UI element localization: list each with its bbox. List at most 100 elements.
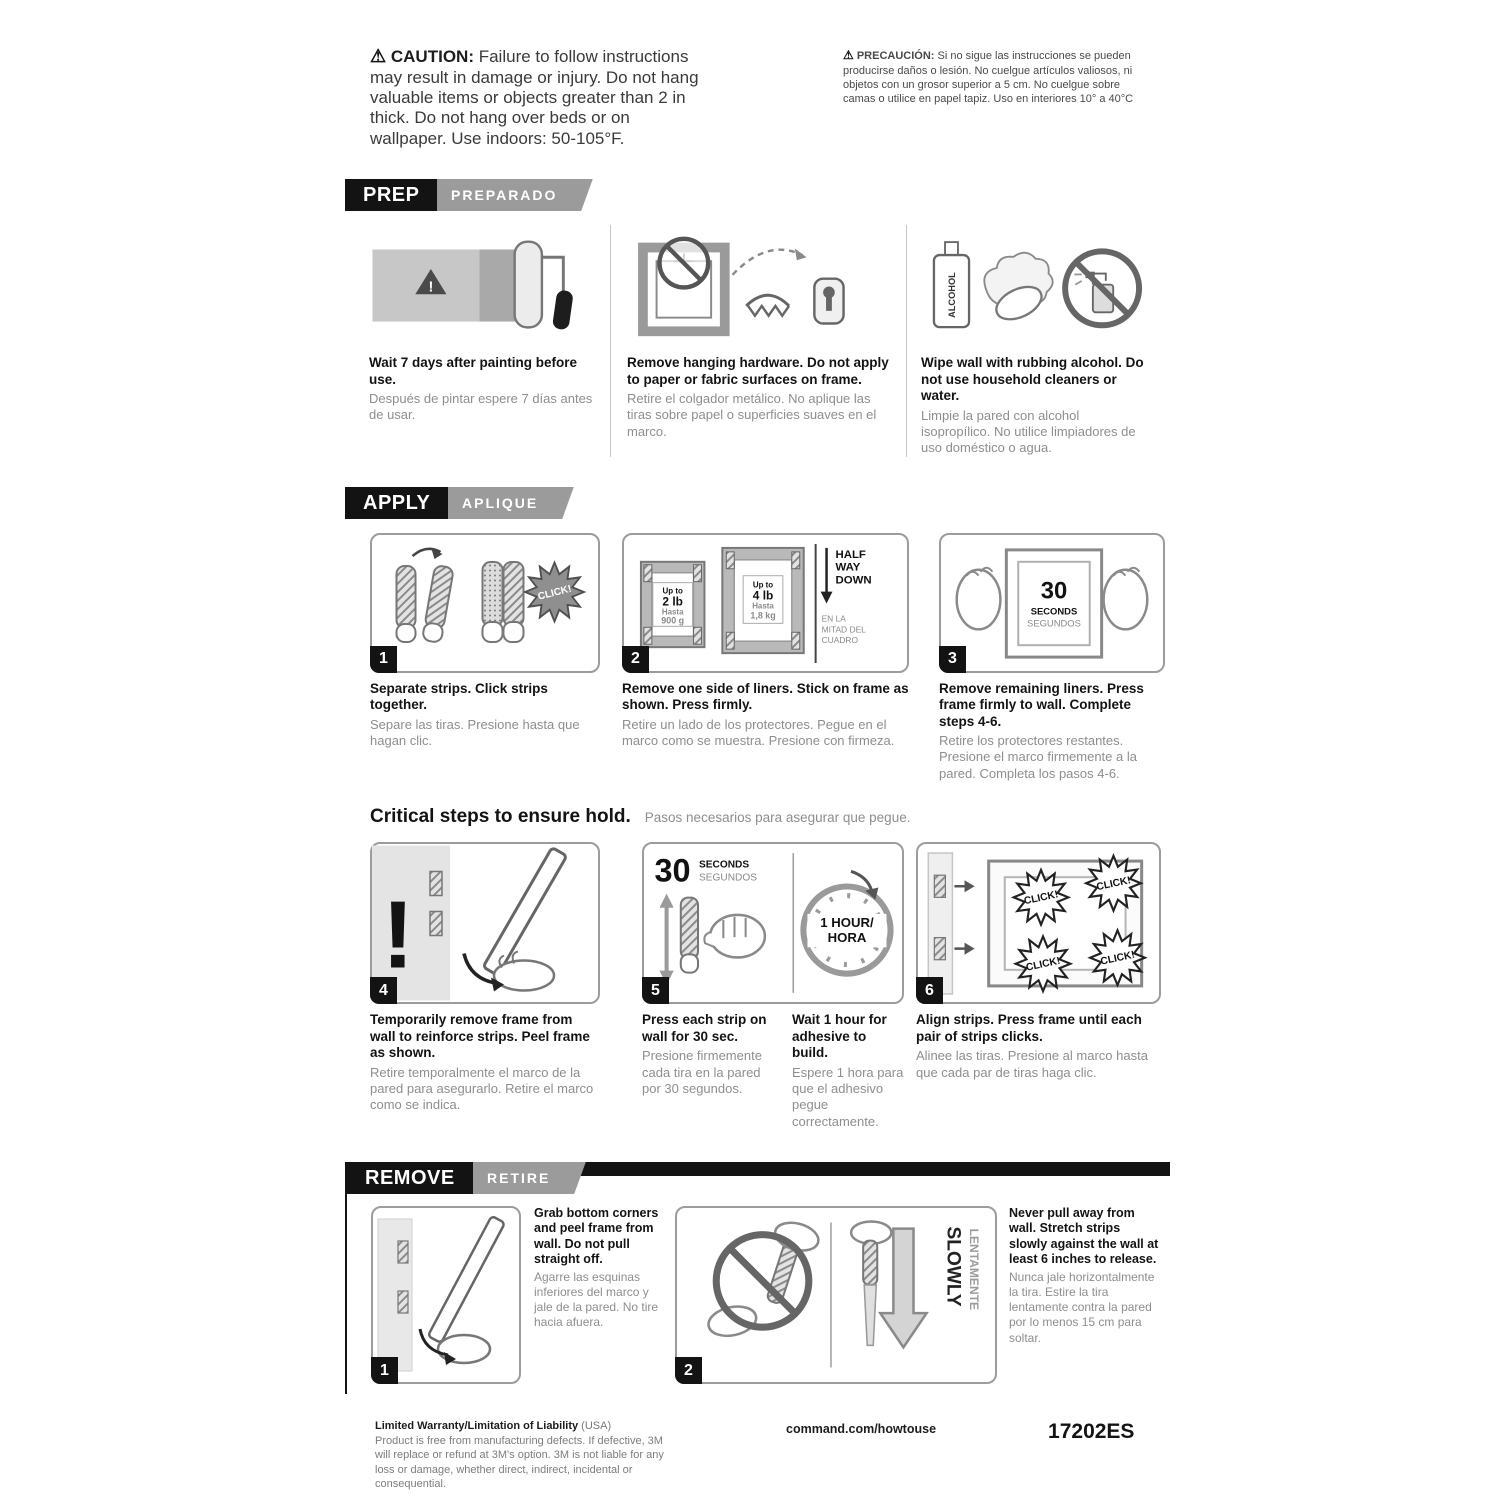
apply-label-es: APLIQUE xyxy=(432,486,575,519)
apply-caption-es: Separe las tiras. Presione hasta que hag… xyxy=(370,716,580,748)
prep-steps: ! Wait 7 days after painting before use.… xyxy=(345,225,1170,457)
svg-text:EN LA: EN LA xyxy=(821,613,846,623)
remove-section: REMOVE RETIRE xyxy=(345,1162,1170,1395)
svg-text:SLOWLY: SLOWLY xyxy=(943,1227,964,1307)
click-burst-icon: CLICK! xyxy=(1012,869,1069,926)
prep-caption-es: Limpie la pared con alcohol isopropílico… xyxy=(921,407,1136,456)
critical-caption-b-es: Espere 1 hora para que el adhesivo pegue… xyxy=(792,1064,904,1129)
critical-caption-en: Align strips. Press frame until each pai… xyxy=(916,1012,1142,1044)
step-number-badge: 5 xyxy=(642,977,669,1005)
step-number-badge: 3 xyxy=(939,645,966,673)
click-burst-icon: CLICK! xyxy=(1014,935,1071,993)
svg-text:Hasta: Hasta xyxy=(752,601,774,610)
critical-caption-es: Alinee las tiras. Presione al marco hast… xyxy=(916,1048,1148,1080)
prep-step-hardware: Remove hanging hardware. Do not apply to… xyxy=(610,225,906,457)
critical-caption-en: Temporarily remove frame from wall to re… xyxy=(370,1012,590,1061)
svg-text:Up to: Up to xyxy=(662,586,682,595)
prep-label-en: PREP xyxy=(345,179,438,212)
svg-text:HALF: HALF xyxy=(835,549,865,561)
click-frame-icon: CLICK! CLICK! CLICK! CLICK! xyxy=(927,852,1146,995)
prep-caption-en: Wipe wall with rubbing alcohol. Do not u… xyxy=(921,355,1144,404)
peel-frame-icon: ! xyxy=(372,845,567,1001)
apply-step-2: Up to 2 lb Hasta 900 g xyxy=(622,532,909,783)
apply-step-1: CLICK! 1 Separate strips. Click strips t… xyxy=(370,532,600,783)
critical-step-6-illustration: CLICK! CLICK! CLICK! CLICK! xyxy=(916,842,1161,1005)
apply-caption-en: Remove remaining liners. Press frame fir… xyxy=(939,680,1144,729)
critical-caption-es: Retire temporalmente el marco de la pare… xyxy=(370,1064,594,1113)
remove-step-1-caption: Grab bottom corners and peel frame from … xyxy=(534,1206,659,1330)
caution-title-es: PRECAUCIÓN: xyxy=(856,50,935,62)
svg-text:!: ! xyxy=(428,280,433,296)
critical-caption-b-en: Wait 1 hour for adhesive to build. xyxy=(792,1012,887,1061)
remove-steps: 1 Grab bottom corners and peel frame fro… xyxy=(347,1206,1170,1394)
apply-step-3-illustration: 30 SECONDS SEGUNDOS 3 xyxy=(939,532,1165,673)
svg-text:30: 30 xyxy=(654,853,690,889)
apply-step-3: 30 SECONDS SEGUNDOS 3 Remove remaining l… xyxy=(939,532,1165,783)
critical-steps-title: Critical steps to ensure hold. Pasos nec… xyxy=(345,806,1170,828)
svg-text:Up to: Up to xyxy=(752,580,772,589)
remove-step-2-caption: Never pull away from wall. Stretch strip… xyxy=(1009,1206,1159,1345)
svg-text:LENTAMENTE: LENTAMENTE xyxy=(967,1229,981,1311)
svg-text:SECONDS: SECONDS xyxy=(699,859,749,870)
apply-step-2-illustration: Up to 2 lb Hasta 900 g xyxy=(622,532,909,673)
caution-section: ⚠ CAUTION: Failure to follow instruction… xyxy=(345,46,1170,149)
caution-body-en: Failure to follow instructions may resul… xyxy=(370,47,699,148)
apply-caption-es: Retire los protectores restantes. Presio… xyxy=(939,733,1137,781)
critical-title-es: Pasos necesarios para asegurar que pegue… xyxy=(644,810,911,826)
apply-step-1-illustration: CLICK! 1 xyxy=(370,532,600,673)
paint-roller-icon: ! xyxy=(372,240,573,330)
svg-text:SEGUNDOS: SEGUNDOS xyxy=(699,873,757,884)
step-number-badge: 1 xyxy=(371,1357,398,1385)
step-number-badge: 2 xyxy=(622,645,649,673)
critical-step-5: 30 SECONDS SEGUNDOS xyxy=(642,842,904,1130)
svg-text:30: 30 xyxy=(1041,577,1068,604)
step-number-badge: 6 xyxy=(916,977,943,1005)
critical-steps: ! 4 Temporarily remove frame from wall t… xyxy=(345,842,1170,1130)
critical-step-4-illustration: ! 4 xyxy=(370,842,600,1005)
svg-text:2 lb: 2 lb xyxy=(662,594,683,608)
caution-title-en: CAUTION: xyxy=(390,47,474,66)
svg-text:SEGUNDOS: SEGUNDOS xyxy=(1027,617,1081,628)
critical-title-en: Critical steps to ensure hold. xyxy=(370,806,631,828)
apply-label-en: APPLY xyxy=(345,486,449,519)
critical-step-6: CLICK! CLICK! CLICK! CLICK! xyxy=(916,842,1161,1130)
prep-caption-es: Después de pintar espere 7 días antes de… xyxy=(369,391,593,423)
caution-english: ⚠ CAUTION: Failure to follow instruction… xyxy=(370,46,708,149)
svg-text:ALCOHOL: ALCOHOL xyxy=(947,272,957,318)
prep-label-es: PREPARADO xyxy=(421,179,594,212)
caution-spanish: ⚠ PRECAUCIÓN: Si no sigue las instruccio… xyxy=(843,48,1143,149)
step-number-badge: 4 xyxy=(370,977,397,1005)
press-frame-icon: 30 SECONDS SEGUNDOS xyxy=(955,548,1149,659)
click-burst-icon: CLICK! xyxy=(1084,855,1142,912)
svg-text:HORA: HORA xyxy=(828,930,867,945)
step-number-badge: 2 xyxy=(675,1357,702,1385)
remove-label-en: REMOVE xyxy=(347,1162,473,1195)
prep-header: PREP PREPARADO xyxy=(345,179,1170,212)
peel-frame-icon xyxy=(377,1216,505,1372)
warning-icon: ⚠ xyxy=(843,48,854,62)
svg-text:MITAD DEL: MITAD DEL xyxy=(821,624,866,634)
caution-body-es: Si no sigue las instrucciones se pueden … xyxy=(843,50,1134,106)
remove-step-2-illustration: SLOWLY LENTAMENTE 2 xyxy=(675,1206,997,1385)
warranty-block: Limited Warranty/Limitation of Liability… xyxy=(375,1420,680,1491)
footer: Limited Warranty/Limitation of Liability… xyxy=(345,1420,1170,1491)
strips-click-icon: CLICK! xyxy=(395,547,585,643)
prep-step-alcohol: ALCOHOL Wipe wall with rubbing alcohol. … xyxy=(906,225,1166,457)
prep-caption-en: Remove hanging hardware. Do not apply to… xyxy=(627,355,889,387)
apply-caption-en: Separate strips. Click strips together. xyxy=(370,680,548,713)
svg-text:DOWN: DOWN xyxy=(835,574,871,586)
frame-weights-icon: Up to 2 lb Hasta 900 g xyxy=(639,543,871,663)
svg-text:Hasta: Hasta xyxy=(661,607,683,616)
svg-text:SECONDS: SECONDS xyxy=(1031,605,1078,616)
product-sku: 17202ES xyxy=(1048,1420,1135,1444)
warning-icon: ⚠ xyxy=(370,46,387,66)
alcohol-wipe-icon: ALCOHOL xyxy=(932,241,1143,329)
frame-hardware-icon xyxy=(638,236,845,337)
critical-step-5-illustration: 30 SECONDS SEGUNDOS xyxy=(642,842,904,1005)
apply-steps: CLICK! 1 Separate strips. Click strips t… xyxy=(345,532,1170,783)
critical-caption-a-en: Press each strip on wall for 30 sec. xyxy=(642,1012,767,1044)
apply-header: APPLY APLIQUE xyxy=(345,486,1170,519)
svg-text:CUADRO: CUADRO xyxy=(821,635,858,645)
click-burst-icon: CLICK! xyxy=(524,561,585,623)
